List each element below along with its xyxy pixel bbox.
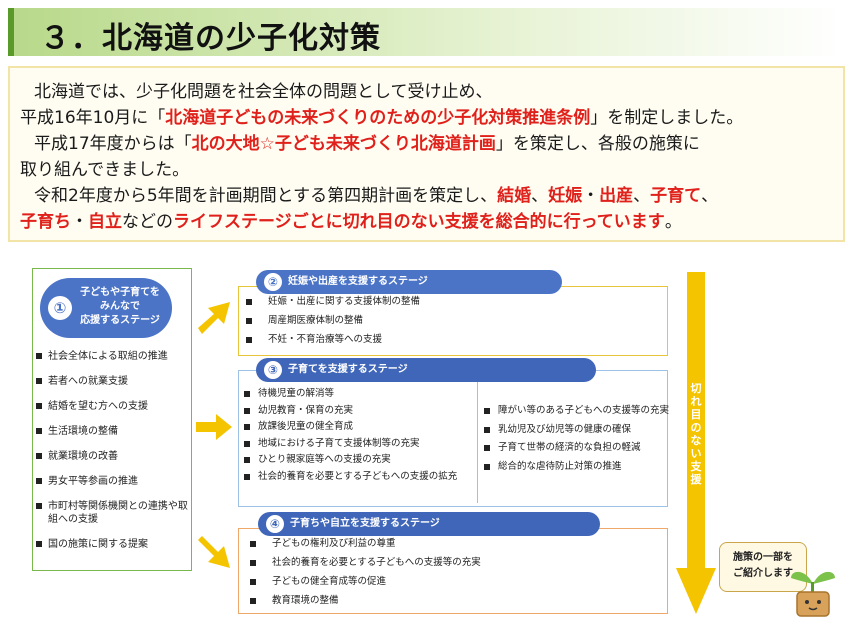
- list-item: 障がい等のある子どもへの支援等の充実: [484, 405, 669, 417]
- list-item: 就業環境の改善: [36, 450, 191, 463]
- intro-line-2: 平成16年10月に「北海道子どもの未来づくりのための少子化対策推進条例」を制定し…: [20, 108, 744, 128]
- page-title: ３．北海道の少子化対策: [40, 21, 381, 56]
- list-item: 男女平等参画の推進: [36, 475, 191, 488]
- list-item: 若者への就業支援: [36, 375, 191, 388]
- stage1-list: 社会全体による取組の推進 若者への就業支援 結婚を望む方への支援 生活環境の整備…: [36, 350, 191, 563]
- seamless-support-label: 切 れ 目 の な い 支 援: [690, 382, 702, 486]
- stage4-number: ④: [266, 515, 284, 533]
- stage3-badge: ③ 子育てを支援するステージ: [256, 358, 596, 382]
- list-item: 地域における子育て支援体制等の充実: [244, 438, 457, 450]
- seamless-support-arrow-icon: [676, 272, 716, 614]
- stage4-badge: ④ 子育ちや自立を支援するステージ: [258, 512, 600, 536]
- stage1-badge: ① 子どもや子育てを みんなで 応援するステージ: [40, 278, 172, 338]
- title-bar: ３．北海道の少子化対策: [8, 8, 845, 56]
- list-item: 不妊・不育治療等への支援: [246, 334, 420, 346]
- arrow-right-icon: [196, 414, 232, 440]
- stage3-divider: [477, 378, 478, 503]
- mascot-note-text: 施策の一部を ご紹介します: [733, 552, 793, 579]
- stage2-label: 妊娠や出産を支援するステージ: [288, 276, 428, 287]
- mascot-sprout-icon: [791, 571, 835, 617]
- list-item: 妊娠・出産に関する支援体制の整備: [246, 296, 420, 308]
- list-item: 子どもの健全育成等の促進: [250, 576, 481, 588]
- list-item: 社会全体による取組の推進: [36, 350, 191, 363]
- stage4-box: [238, 528, 668, 614]
- stage3-list-left: 待機児童の解消等 幼児教育・保育の充実 放課後児童の健全育成 地域における子育て…: [244, 388, 457, 487]
- intro-line-3: 平成17年度からは「北の大地☆子ども未来づくり北海道計画」を策定し、各般の施策に: [34, 134, 700, 154]
- list-item: 放課後児童の健全育成: [244, 421, 457, 433]
- list-item: 市町村等関係機関との連携や取組への支援: [36, 500, 191, 526]
- list-item: 社会的養育を必要とする子どもへの支援等の充実: [250, 557, 481, 569]
- list-item: 子どもの権利及び利益の尊重: [250, 538, 481, 550]
- intro-line-5: 令和2年度から5年間を計画期間とする第四期計画を策定し、結婚、妊娠・出産、子育て…: [34, 186, 719, 206]
- list-item: 子育て世帯の経済的な負担の軽減: [484, 442, 669, 454]
- list-item: 社会的養育を必要とする子どもへの支援の拡充: [244, 471, 457, 483]
- list-item: 総合的な虐待防止対策の推進: [484, 461, 669, 473]
- mascot-note: 施策の一部を ご紹介します: [719, 542, 807, 592]
- list-item: ひとり親家庭等への支援の充実: [244, 454, 457, 466]
- intro-line-1: 北海道では、少子化問題を社会全体の問題として受け止め、: [34, 82, 493, 102]
- list-item: 結婚を望む方への支援: [36, 400, 191, 413]
- stage3-list-right: 障がい等のある子どもへの支援等の充実 乳幼児及び幼児等の健康の確保 子育て世帯の…: [484, 405, 669, 479]
- intro-line-4: 取り組んできました。: [20, 160, 190, 180]
- list-item: 生活環境の整備: [36, 425, 191, 438]
- list-item: 幼児教育・保育の充実: [244, 405, 457, 417]
- stage1-label: 子どもや子育てを みんなで 応援するステージ: [80, 287, 160, 326]
- list-item: 乳幼児及び幼児等の健康の確保: [484, 424, 669, 436]
- stage3-label: 子育てを支援するステージ: [288, 364, 408, 375]
- stage1-number: ①: [48, 296, 72, 320]
- stage2-list: 妊娠・出産に関する支援体制の整備 周産期医療体制の整備 不妊・不育治療等への支援: [246, 296, 420, 353]
- list-item: 待機児童の解消等: [244, 388, 457, 400]
- list-item: 教育環境の整備: [250, 595, 481, 607]
- stage2-badge: ② 妊娠や出産を支援するステージ: [256, 270, 562, 294]
- stage2-box: [238, 286, 668, 356]
- stage2-number: ②: [264, 273, 282, 291]
- arrow-down-right-icon: [198, 536, 230, 568]
- list-item: 周産期医療体制の整備: [246, 315, 420, 327]
- stage3-box: [238, 370, 668, 507]
- stage4-list: 子どもの権利及び利益の尊重 社会的養育を必要とする子どもへの支援等の充実 子ども…: [250, 538, 481, 614]
- stage3-number: ③: [264, 361, 282, 379]
- intro-box: 北海道では、少子化問題を社会全体の問題として受け止め、 平成16年10月に「北海…: [8, 66, 845, 242]
- list-item: 国の施策に関する提案: [36, 538, 191, 551]
- stage4-label: 子育ちや自立を支援するステージ: [290, 518, 440, 529]
- arrow-up-right-icon: [198, 302, 230, 334]
- intro-line-6: 子育ち・自立などのライフステージごとに切れ目のない支援を総合的に行っています。: [20, 212, 682, 232]
